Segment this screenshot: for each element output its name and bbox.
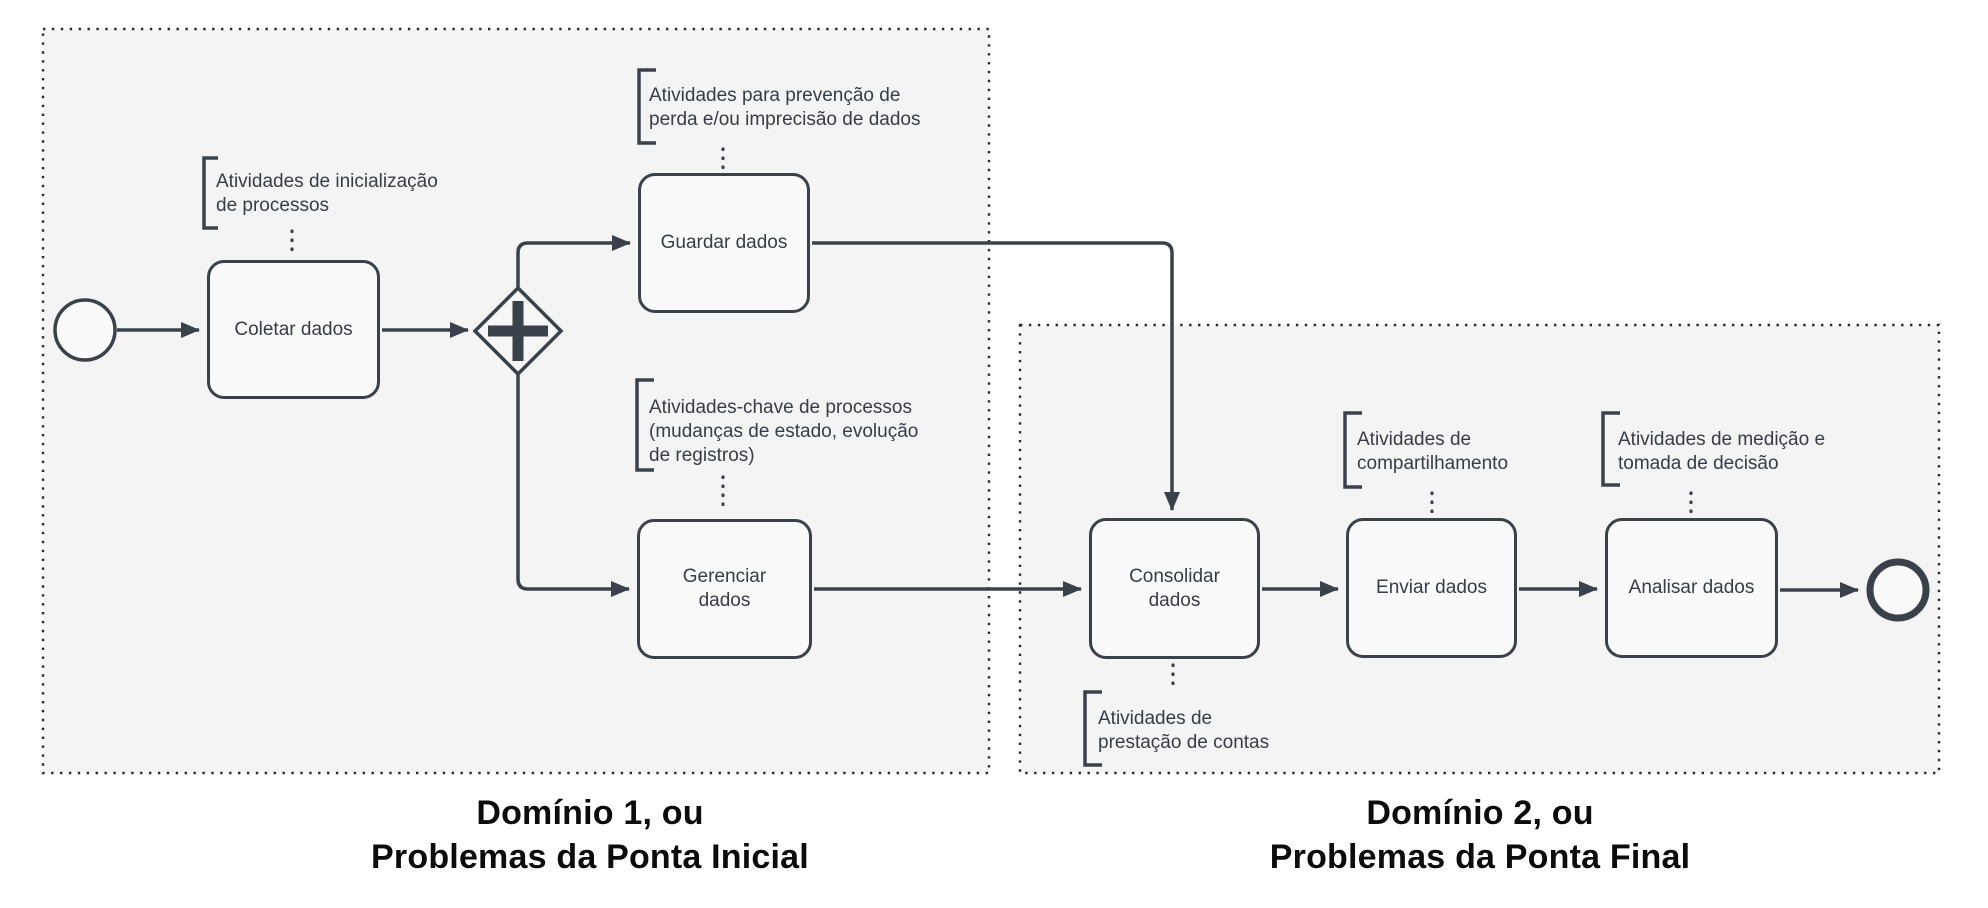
task-enviar-dados: Enviar dados — [1346, 518, 1517, 658]
annotation-enviar: Atividades de compartilhamento — [1357, 429, 1509, 474]
annotation-bracket-icon — [1343, 411, 1362, 489]
caption-domain-2: Domínio 2, ou Problemas da Ponta Final — [1269, 794, 1691, 876]
end-event-icon — [1866, 558, 1930, 622]
annotation-gerenciar: Atividades-chave de processos (mudanças … — [649, 397, 919, 466]
task-gerenciar-dados: Gerenciar dados — [637, 519, 812, 659]
annotation-bracket-icon — [1601, 411, 1620, 487]
annotation-bracket-icon — [637, 68, 656, 145]
annotation-coletar: Atividades de inicialização de processos — [216, 171, 438, 216]
task-coletar-dados: Coletar dados — [207, 260, 380, 399]
parallel-gateway-icon — [472, 285, 564, 377]
plus-icon — [488, 301, 548, 361]
annotation-guardar: Atividades para prevenção de perda e/ou … — [649, 85, 921, 130]
flow-guardar-to-consolidar — [812, 241, 1180, 511]
start-event-icon — [53, 298, 117, 362]
caption-domain-1: Domínio 1, ou Problemas da Ponta Inicial — [371, 794, 809, 876]
annotation-analisar: Atividades de medição e tomada de decisã… — [1618, 429, 1826, 474]
task-consolidar-dados: Consolidar dados — [1089, 518, 1260, 659]
flow-gateway-to-guardar — [516, 235, 631, 287]
annotation-bracket-icon — [635, 378, 654, 472]
domain-1-region — [41, 27, 991, 775]
flow-gateway-to-gerenciar — [516, 375, 630, 597]
task-analisar-dados: Analisar dados — [1605, 518, 1778, 658]
annotation-bracket-icon — [1083, 690, 1102, 767]
annotation-consolidar: Atividades de prestação de contas — [1098, 708, 1270, 753]
annotation-bracket-icon — [202, 156, 218, 230]
task-guardar-dados: Guardar dados — [638, 173, 810, 313]
